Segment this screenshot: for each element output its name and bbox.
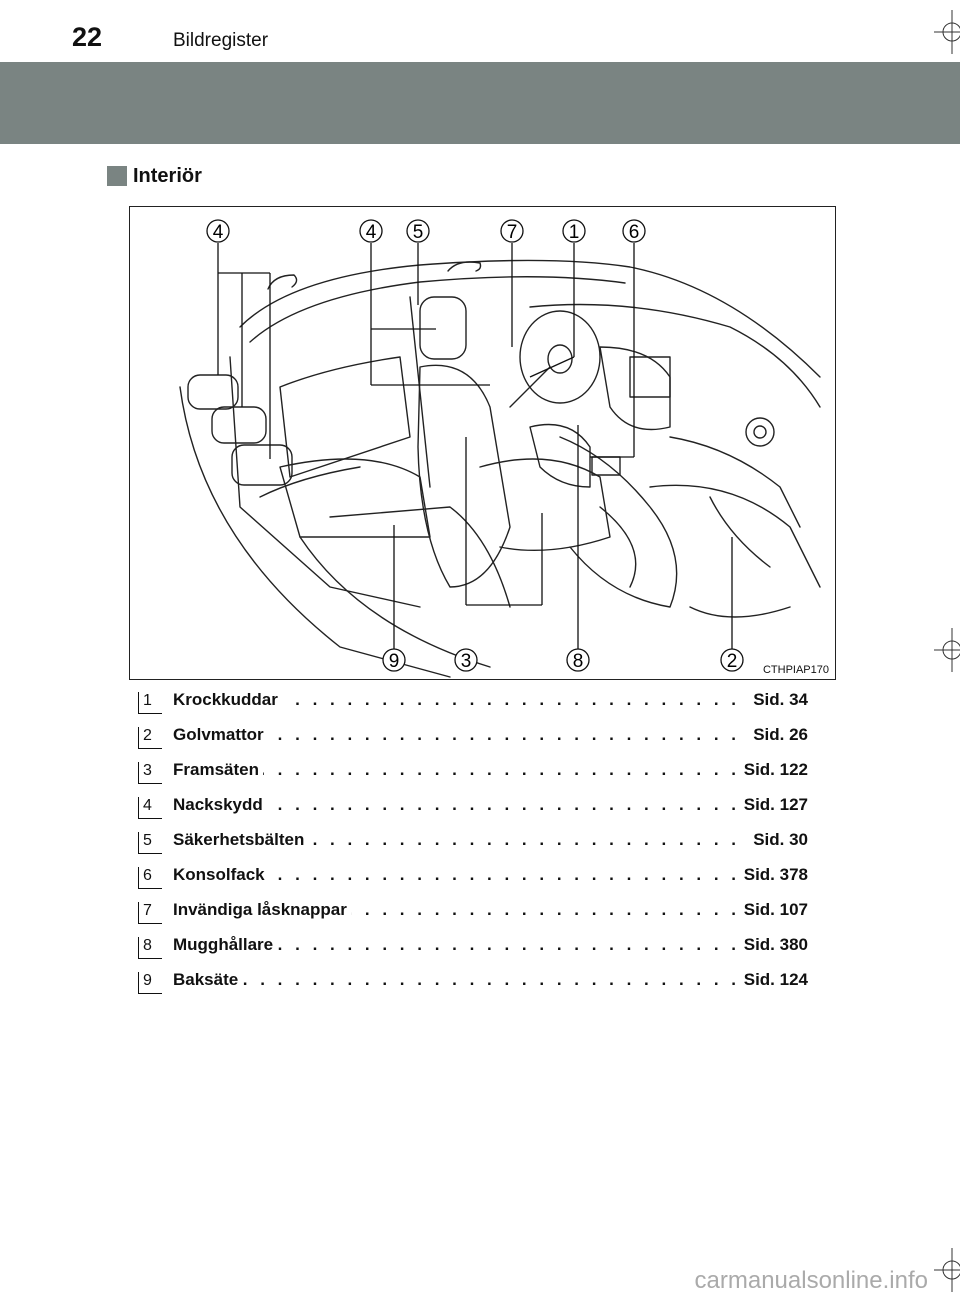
leader-dots: . . . . . . . . . . . . . . . . . . . . … — [173, 865, 808, 884]
svg-text:6: 6 — [629, 222, 640, 243]
list-item: 1 . . . . . . . . . . . . . . . . . . . … — [138, 682, 808, 717]
item-number: 5 — [138, 831, 162, 854]
interior-illustration: 4 4 5 7 1 6 9 — [129, 206, 836, 680]
item-page-ref: Sid. 127 — [737, 794, 808, 815]
item-label: Invändiga låsknappar — [173, 899, 351, 920]
callout-bottom-3: 8 — [566, 648, 590, 672]
callout-top-6: 6 — [622, 219, 646, 243]
crop-mark-middle-right — [934, 628, 960, 672]
item-label: Säkerhetsbälten — [173, 829, 309, 850]
callout-top-1: 4 — [206, 219, 230, 243]
list-item: 5 . . . . . . . . . . . . . . . . . . . … — [138, 822, 808, 857]
list-item: 9 . . . . . . . . . . . . . . . . . . . … — [138, 962, 808, 997]
leader-dots: . . . . . . . . . . . . . . . . . . . . … — [173, 935, 808, 954]
section-title: Interiör — [133, 164, 202, 187]
item-label: Mugghållare — [173, 934, 278, 955]
leader-dots: . . . . . . . . . . . . . . . . . . . . … — [173, 970, 808, 989]
callout-top-4: 7 — [500, 219, 524, 243]
item-page-ref: Sid. 378 — [737, 864, 808, 885]
item-label: Framsäten — [173, 759, 263, 780]
crop-mark-bottom-right — [934, 1248, 960, 1292]
svg-text:2: 2 — [727, 651, 738, 672]
leader-dots: . . . . . . . . . . . . . . . . . . . . … — [173, 830, 808, 849]
page-number: 22 — [72, 22, 103, 52]
list-item: 8 . . . . . . . . . . . . . . . . . . . … — [138, 927, 808, 962]
item-page-ref: Sid. 34 — [747, 689, 808, 710]
svg-text:4: 4 — [213, 222, 224, 243]
section-name: Bildregister — [173, 30, 269, 51]
car-interior-drawing: 4 4 5 7 1 6 9 — [179, 219, 821, 678]
leader-dots: . . . . . . . . . . . . . . . . . . . . … — [173, 725, 808, 744]
item-number: 6 — [138, 866, 162, 889]
svg-text:5: 5 — [413, 222, 424, 243]
item-number: 1 — [138, 691, 162, 714]
leader-dots: . . . . . . . . . . . . . . . . . . . . … — [173, 760, 808, 779]
callout-top-2: 4 — [359, 219, 383, 243]
item-number: 8 — [138, 936, 162, 959]
item-page-ref: Sid. 380 — [737, 934, 808, 955]
callout-bottom-2: 3 — [454, 648, 478, 672]
header-band — [0, 62, 960, 144]
leader-dots: . . . . . . . . . . . . . . . . . . . . … — [173, 690, 808, 709]
item-number: 4 — [138, 796, 162, 819]
crop-mark-top-right — [934, 10, 960, 54]
watermark: carmanualsonline.info — [694, 1267, 928, 1294]
item-number: 3 — [138, 761, 162, 784]
item-list: 1 . . . . . . . . . . . . . . . . . . . … — [138, 682, 808, 997]
item-label: Konsolfack — [173, 864, 269, 885]
item-number: 7 — [138, 901, 162, 924]
item-page-ref: Sid. 30 — [747, 829, 808, 850]
list-item: 2 . . . . . . . . . . . . . . . . . . . … — [138, 717, 808, 752]
section-heading: Interiör — [107, 162, 202, 190]
figure-code: CTHPIAP170 — [762, 664, 829, 676]
item-page-ref: Sid. 26 — [747, 724, 808, 745]
callout-bottom-4: 2 — [720, 648, 744, 672]
callout-top-3: 5 — [406, 219, 430, 243]
item-number: 2 — [138, 726, 162, 749]
leader-dots: . . . . . . . . . . . . . . . . . . . . … — [173, 795, 808, 814]
svg-text:4: 4 — [366, 222, 377, 243]
list-item: 3 . . . . . . . . . . . . . . . . . . . … — [138, 752, 808, 787]
list-item: 4 . . . . . . . . . . . . . . . . . . . … — [138, 787, 808, 822]
svg-text:8: 8 — [573, 651, 584, 672]
item-label: Nackskydd — [173, 794, 267, 815]
item-page-ref: Sid. 124 — [737, 969, 808, 990]
svg-text:3: 3 — [461, 651, 472, 672]
item-label: Baksäte — [173, 969, 243, 990]
svg-text:7: 7 — [507, 222, 518, 243]
list-item: 6 . . . . . . . . . . . . . . . . . . . … — [138, 857, 808, 892]
item-number: 9 — [138, 971, 162, 994]
item-page-ref: Sid. 122 — [737, 759, 808, 780]
callout-top-5: 1 — [562, 219, 586, 243]
page-header: 22 Bildregister — [0, 0, 960, 62]
section-marker — [107, 166, 127, 186]
callout-bottom-1: 9 — [382, 648, 406, 672]
svg-text:9: 9 — [389, 651, 400, 672]
svg-text:1: 1 — [569, 222, 580, 243]
item-page-ref: Sid. 107 — [737, 899, 808, 920]
list-item: 7 . . . . . . . . . . . . . . . . . . . … — [138, 892, 808, 927]
item-label: Golvmattor — [173, 724, 268, 745]
item-label: Krockkuddar — [173, 689, 282, 710]
